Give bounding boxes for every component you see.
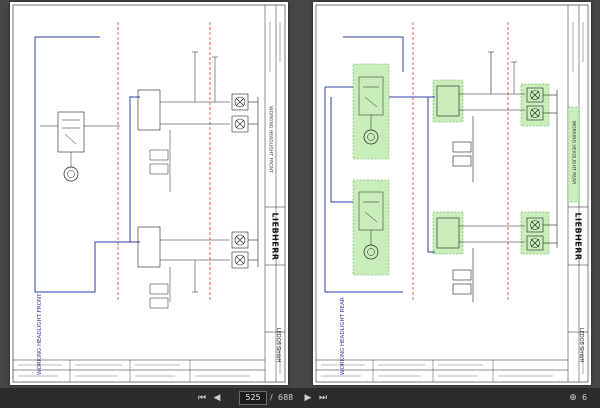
doc-label: LEDOS GmbH <box>275 327 281 363</box>
page-title: WORKING HEADLIGHT REAR <box>340 297 346 375</box>
headlight-lamps <box>526 87 558 251</box>
fine-print <box>18 22 281 377</box>
zoom-label: 6 <box>582 393 588 402</box>
switch-block <box>57 111 85 153</box>
main-wire <box>34 37 140 293</box>
total-pages: 688 <box>278 393 294 402</box>
headlight-lamps <box>231 93 259 269</box>
main-wire <box>324 36 435 293</box>
document-viewer: WORKING HEADLIGHT FRONT WORKING HEADLIGH… <box>10 2 591 385</box>
next-page-icon[interactable]: ▶ <box>304 393 312 403</box>
page-frame <box>12 4 286 383</box>
previous-page-icon[interactable]: ◀ <box>213 393 221 403</box>
schematic-drawing-front <box>12 4 286 383</box>
highlight-areas <box>352 63 580 276</box>
zoom-icon[interactable]: ⊕ <box>569 393 577 403</box>
lamp-symbol <box>63 166 79 182</box>
brand-logo: LIEBHERR <box>270 212 280 261</box>
viewer-toolbar: ⏮ ◀ 525 / 688 ▶ ⏭ ⊕ 6 <box>0 388 600 408</box>
page-frame <box>315 4 589 383</box>
page-title: WORKING HEADLIGHT FRONT <box>37 293 43 375</box>
first-page-icon[interactable]: ⏮ <box>197 393 207 403</box>
last-page-icon[interactable]: ⏭ <box>318 393 328 403</box>
page-separator: / <box>270 393 273 402</box>
doc-label: LEDOS GmbH <box>578 327 584 363</box>
relay-block <box>137 89 161 131</box>
page-number-input[interactable]: 525 <box>239 391 267 405</box>
schematic-page-front: WORKING HEADLIGHT FRONT WORKING HEADLIGH… <box>10 2 288 385</box>
schematic-page-rear: WORKING HEADLIGHT REAR WORKING HEADLIGHT… <box>313 2 591 385</box>
fine-print <box>321 22 584 377</box>
relay-block <box>137 226 161 268</box>
brand-logo: LIEBHERR <box>573 212 583 261</box>
block-label: WORKING HEADLIGHT FRONT <box>267 106 273 173</box>
schematic-drawing-rear <box>315 4 589 383</box>
block-label: WORKING HEADLIGHT REAR <box>570 120 576 185</box>
